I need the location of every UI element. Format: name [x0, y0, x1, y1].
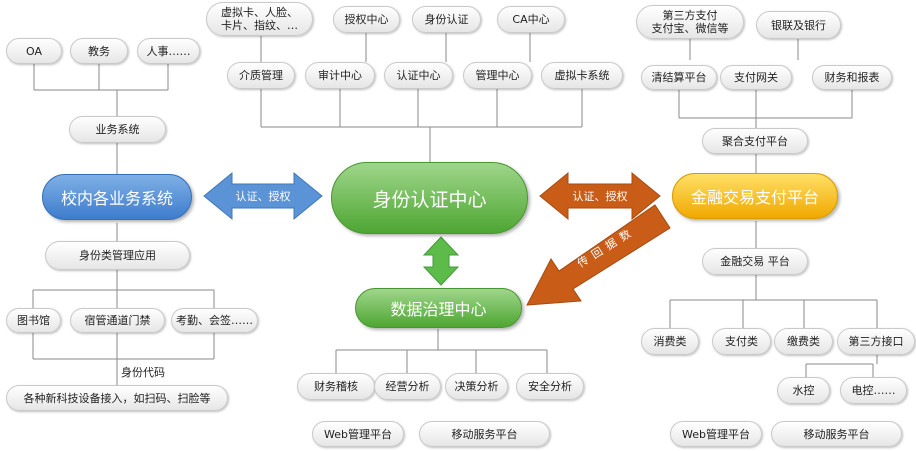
- node-decision-analysis[interactable]: 决策分析: [445, 373, 508, 400]
- node-management-center[interactable]: 管理中心: [463, 62, 532, 89]
- node-web-admin-center[interactable]: Web管理平台: [312, 421, 404, 447]
- node-fee-type[interactable]: 缴费类: [774, 328, 833, 355]
- node-media-management[interactable]: 介质管理: [227, 62, 295, 89]
- node-devices[interactable]: 各种新科技设备接入，如扫码、扫脸等: [6, 385, 228, 411]
- node-oa[interactable]: OA: [6, 38, 62, 64]
- double-arrow-right: [539, 171, 661, 221]
- node-business-systems[interactable]: 业务系统: [69, 116, 166, 143]
- hub-campus-systems[interactable]: 校内各业务系统: [42, 174, 192, 220]
- node-authorization-center[interactable]: 授权中心: [333, 6, 400, 33]
- arrow-label-left: 认证、授权: [235, 190, 291, 203]
- node-ca-center[interactable]: CA中心: [497, 6, 565, 33]
- double-arrow-vertical: [422, 236, 460, 286]
- node-audit-center[interactable]: 审计中心: [305, 62, 375, 89]
- node-third-party-api[interactable]: 第三方接口: [837, 328, 915, 355]
- node-security-analysis[interactable]: 安全分析: [516, 373, 584, 400]
- double-arrow-left: [203, 171, 323, 221]
- node-mobile-service-center[interactable]: 移动服务平台: [419, 421, 550, 447]
- label-id-code: 身份代码: [121, 366, 165, 379]
- node-power-control[interactable]: 电控……: [840, 377, 907, 404]
- node-auth-center[interactable]: 认证中心: [384, 62, 453, 89]
- node-identity-app[interactable]: 身份类管理应用: [45, 241, 190, 270]
- node-web-admin-finance[interactable]: Web管理平台: [670, 421, 762, 447]
- node-library[interactable]: 图书馆: [6, 308, 61, 333]
- hub-identity-center[interactable]: 身份认证中心: [331, 162, 528, 234]
- node-financial-audit[interactable]: 财务稽核: [297, 373, 375, 400]
- node-business-analysis[interactable]: 经营分析: [374, 373, 441, 400]
- node-attendance[interactable]: 考勤、会签……: [171, 308, 258, 333]
- diagonal-arrow: [526, 204, 671, 306]
- node-clearing-platform[interactable]: 清结算平台: [641, 65, 717, 90]
- hub-finance-platform[interactable]: 金融交易支付平台: [672, 173, 838, 219]
- node-third-party-payment[interactable]: 第三方支付 支付宝、微信等: [636, 5, 744, 39]
- node-academic[interactable]: 教务: [70, 38, 128, 64]
- node-unionpay-banks[interactable]: 银联及银行: [756, 11, 841, 39]
- node-mobile-service-finance[interactable]: 移动服务平台: [771, 421, 902, 447]
- node-dorm-access[interactable]: 宿管通道门禁: [70, 308, 165, 333]
- node-aggregate-payment[interactable]: 聚合支付平台: [702, 128, 808, 154]
- node-payment-type[interactable]: 支付类: [712, 328, 771, 355]
- node-water-control[interactable]: 水控: [777, 377, 830, 404]
- node-identity-auth[interactable]: 身份认证: [412, 6, 481, 33]
- node-consumption[interactable]: 消费类: [641, 328, 699, 355]
- node-media-types[interactable]: 虚拟卡、人脸、 卡片、指纹、…: [206, 2, 313, 36]
- node-trading-platform[interactable]: 金融交易 平台: [702, 248, 808, 275]
- node-virtual-card-system[interactable]: 虚拟卡系统: [541, 62, 623, 89]
- node-payment-gateway[interactable]: 支付网关: [720, 65, 792, 90]
- node-hr[interactable]: 人事……: [137, 38, 200, 64]
- arrow-label-right: 认证、授权: [572, 190, 628, 203]
- hub-data-governance[interactable]: 数据治理中心: [355, 288, 522, 328]
- node-finance-reports[interactable]: 财务和报表: [812, 65, 892, 90]
